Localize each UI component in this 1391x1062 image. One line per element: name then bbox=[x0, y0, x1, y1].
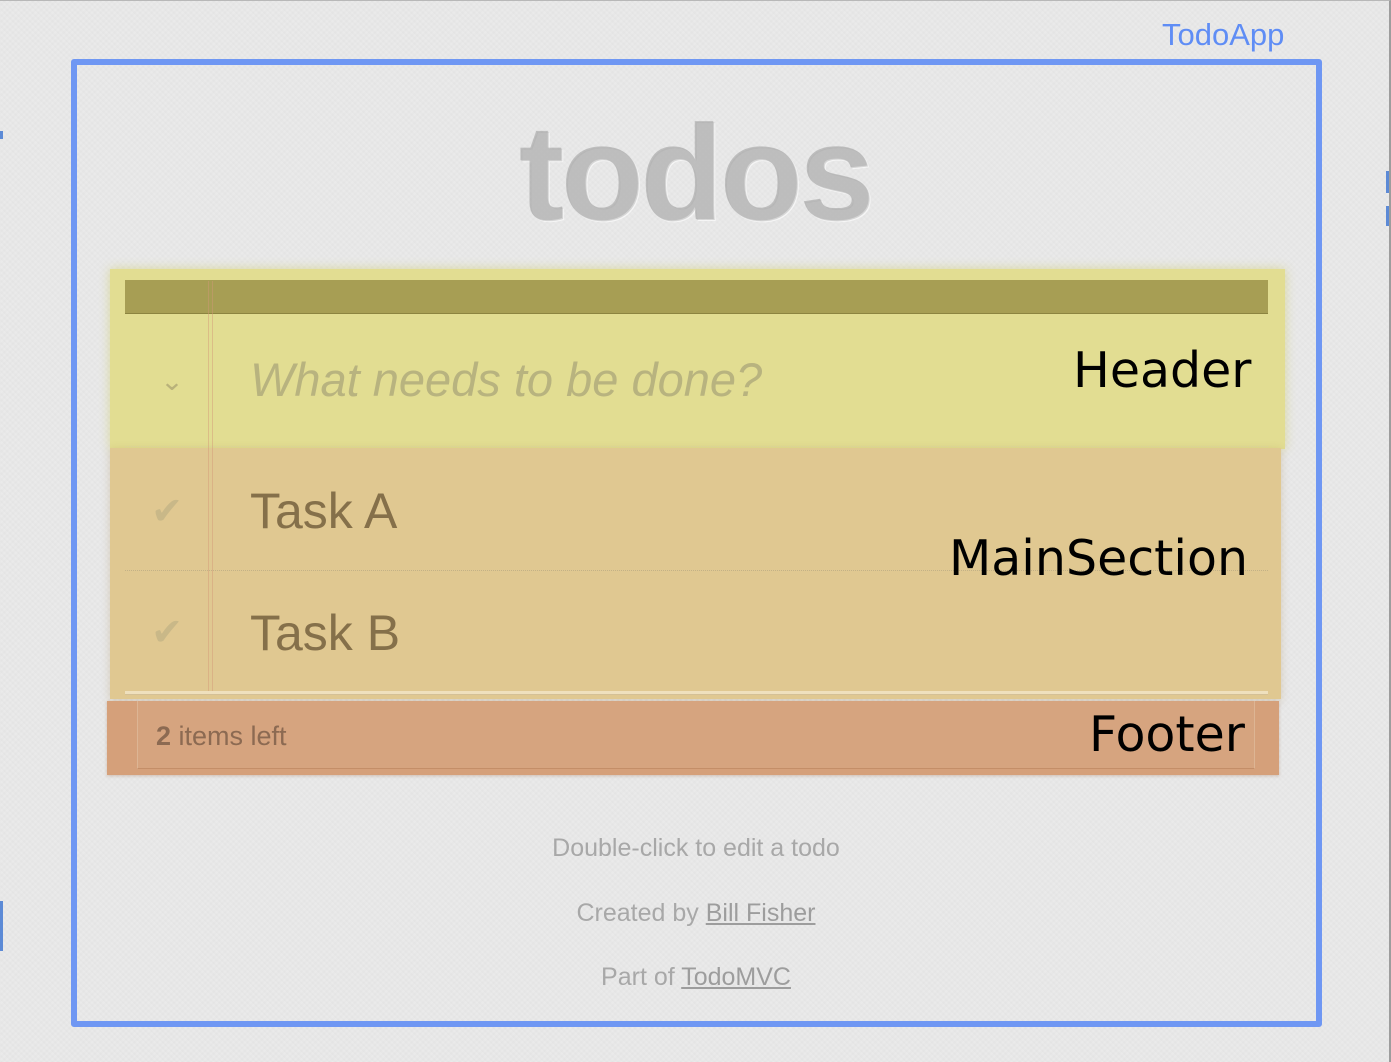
credits-line: Created by Bill Fisher bbox=[396, 898, 996, 928]
edit-hint: Double-click to edit a todo bbox=[552, 834, 840, 862]
list-bottom-edge bbox=[125, 691, 1268, 695]
mainsection-component-highlight bbox=[110, 448, 1281, 699]
double-chevron-down-icon[interactable]: ⌄ bbox=[160, 366, 184, 396]
todo-count-suffix: items left bbox=[171, 721, 287, 751]
todoapp-component-outline bbox=[71, 59, 1322, 1027]
todomvc-link[interactable]: TodoMVC bbox=[681, 963, 791, 991]
footer-bar bbox=[137, 701, 1255, 769]
author-link[interactable]: Bill Fisher bbox=[705, 899, 816, 927]
divider bbox=[125, 570, 1268, 571]
footer-annotation-label: Footer bbox=[1089, 706, 1245, 763]
project-line: Part of TodoMVC bbox=[396, 962, 996, 992]
checkmark-icon[interactable]: ✔ bbox=[151, 612, 183, 654]
header-annotation-label: Header bbox=[1073, 342, 1252, 399]
project-prefix: Part of bbox=[601, 963, 682, 991]
todo-count-number: 2 bbox=[156, 721, 172, 751]
divider bbox=[125, 446, 1268, 447]
app-title: todos bbox=[519, 98, 875, 249]
list-margin-rule bbox=[208, 281, 213, 691]
header-top-bar bbox=[125, 280, 1268, 314]
new-todo-input[interactable] bbox=[250, 349, 1010, 409]
todo-label[interactable]: Task B bbox=[250, 605, 401, 661]
credits-prefix: Created by bbox=[576, 899, 706, 927]
todo-count: 2 items left bbox=[156, 720, 287, 752]
todoapp-annotation-label: TodoApp bbox=[1162, 17, 1285, 52]
todo-label[interactable]: Task A bbox=[250, 483, 398, 539]
checkmark-icon[interactable]: ✔ bbox=[151, 491, 183, 533]
mainsection-annotation-label: MainSection bbox=[949, 530, 1249, 587]
